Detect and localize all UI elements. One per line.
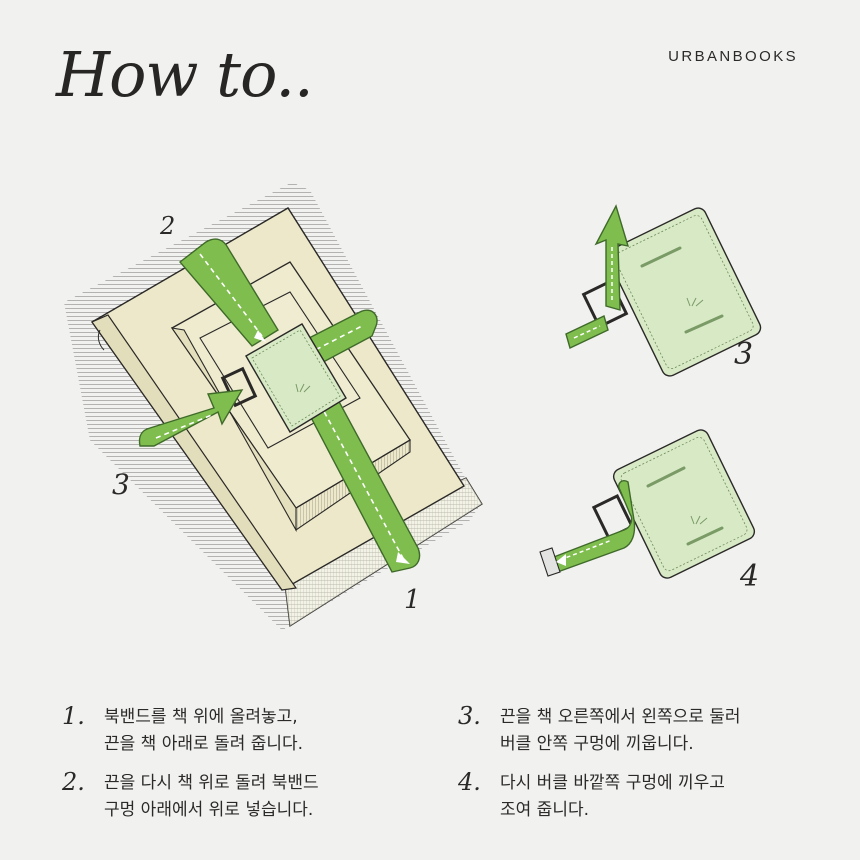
instruction-steps: 1. 북밴드를 책 위에 올려놓고, 끈을 책 아래로 돌려 줍니다. 2. 끈…: [0, 702, 860, 842]
book-spine: [91, 314, 298, 591]
step4-illustration: 4: [539, 429, 759, 594]
step4-strap: [545, 480, 636, 575]
small-label-3: 3: [734, 337, 753, 372]
main-book-illustration: 2 3 1: [64, 182, 483, 630]
main-label-2: 2: [159, 212, 175, 240]
step-1-text: 북밴드를 책 위에 올려놓고, 끈을 책 아래로 돌려 줍니다.: [104, 707, 304, 754]
main-label-1: 1: [404, 585, 421, 615]
step-4-number: 4.: [458, 768, 481, 796]
step-3-text: 끈을 책 오른쪽에서 왼쪽으로 둘러 버클 안쪽 구멍에 끼웁니다.: [500, 707, 741, 754]
step3-illustration: 3: [565, 204, 762, 377]
small-label-4: 4: [739, 559, 759, 594]
page-title: How to..: [56, 38, 314, 111]
step3-buckle-card: [606, 207, 762, 377]
main-label-3: 3: [112, 468, 130, 501]
step4-strap-tip: [539, 547, 561, 577]
step-2-number: 2.: [62, 768, 85, 796]
step-2-text: 끈을 다시 책 위로 돌려 북밴드 구멍 아래에서 위로 넣습니다.: [104, 773, 319, 820]
diagram-illustration: 2 3 1 3 4: [64, 182, 762, 630]
step-4-text: 다시 버클 바깥쪽 구멍에 끼우고 조여 줍니다.: [500, 773, 725, 820]
brand-logo-text: URBANBOOKS: [668, 48, 798, 65]
step-1-number: 1.: [62, 702, 85, 730]
band-left-arrow: [138, 389, 244, 447]
step-3-number: 3.: [458, 702, 481, 730]
main-buckle-plate: [245, 323, 347, 433]
step4-buckle-card: [612, 429, 756, 579]
